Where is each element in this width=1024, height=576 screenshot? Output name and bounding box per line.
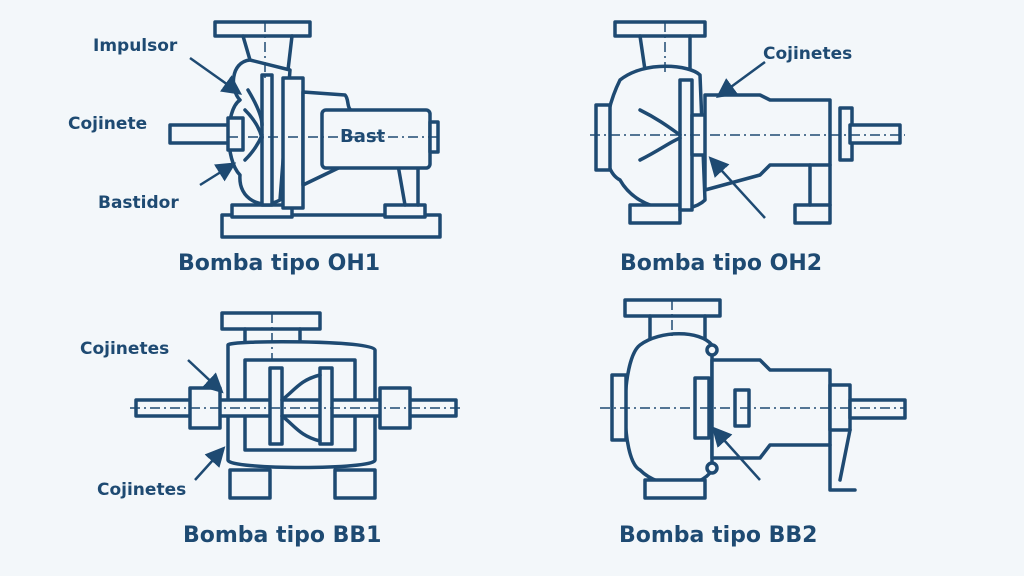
label-cojinete: Cojinete <box>68 114 148 134</box>
title-bb2: Bomba tipo BB2 <box>619 523 818 548</box>
title-oh1: Bomba tipo OH1 <box>178 251 381 276</box>
oh2-pump-drawing <box>590 20 905 225</box>
label-cojinetes-oh2: Cojinetes <box>763 44 853 64</box>
label-bastidor: Bastidor <box>98 193 179 213</box>
oh1-pump-drawing <box>168 20 442 239</box>
label-cojinetes-bb1-top: Cojinetes <box>80 339 170 359</box>
title-oh2: Bomba tipo OH2 <box>620 251 823 276</box>
label-cojinetes-bb1-bottom: Cojinetes <box>97 480 187 500</box>
bb2-pump-drawing <box>600 298 907 500</box>
label-impulsor: Impulsor <box>93 36 178 56</box>
bb1-pump-drawing <box>130 311 460 500</box>
motor-text: Bast <box>340 126 386 147</box>
title-bb1: Bomba tipo BB1 <box>183 523 382 548</box>
